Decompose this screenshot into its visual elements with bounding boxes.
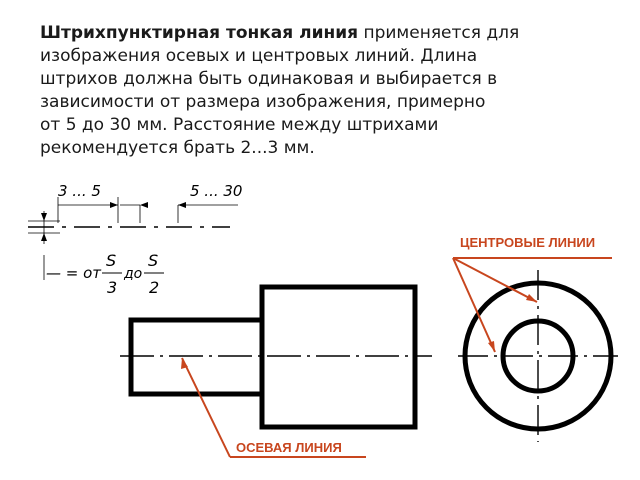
shaft-small-step: [128, 317, 265, 397]
term-bold: Штрихпунктирная тонкая линия: [40, 23, 359, 43]
axial-line-callout: ОСЕВАЯ ЛИНИЯ: [181, 357, 366, 458]
axial-line-label: ОСЕВАЯ ЛИНИЯ: [236, 440, 342, 455]
fraction-1-denominator: 3: [107, 278, 117, 297]
shaft-side-view: [128, 284, 418, 430]
dimension-arrows: [41, 202, 186, 241]
formula-middle: до: [123, 266, 142, 282]
paragraph-line-5: от 5 до 30 мм. Расстояние между штрихами: [40, 115, 439, 135]
paragraph-line-2: изображения осевых и центровых линий. Дл…: [40, 46, 478, 66]
centre-lines-callout: ЦЕНТРОВЫЕ ЛИНИИ: [452, 235, 612, 353]
dash-length-label: 5 ... 30: [190, 182, 242, 200]
fraction-2-numerator: S: [148, 251, 158, 270]
paragraph-line-3: штрихов должна быть одинаковая и выбирае…: [40, 69, 498, 89]
paragraph-line-1: Штрихпунктирная тонкая линия применяется…: [40, 22, 625, 45]
centre-leader-1: [452, 257, 538, 303]
fraction-1-numerator: S: [106, 251, 116, 270]
dash-dimension-sketch: [28, 197, 238, 280]
paragraph-line-1-rest: применяется для: [358, 23, 520, 43]
description-paragraph: Штрихпунктирная тонкая линия применяется…: [40, 22, 625, 160]
paragraph-line-6: рекомендуется брать 2...3 мм.: [40, 138, 315, 158]
formula-prefix: — = от: [46, 264, 102, 282]
axial-leader: [181, 357, 231, 458]
centre-lines-label: ЦЕНТРОВЫЕ ЛИНИИ: [460, 235, 595, 250]
end-view: [458, 270, 618, 442]
axial-arrowhead: [181, 358, 188, 369]
centre-leader-2: [452, 257, 496, 353]
paragraph-line-4: зависимости от размера изображения, прим…: [40, 92, 486, 112]
fraction-2-denominator: 2: [149, 278, 159, 297]
gap-label: 3 ... 5: [58, 182, 101, 200]
centre-arrowhead-1: [526, 294, 537, 302]
shaft-large-step: [259, 284, 418, 430]
centre-arrowhead-2: [488, 341, 495, 352]
